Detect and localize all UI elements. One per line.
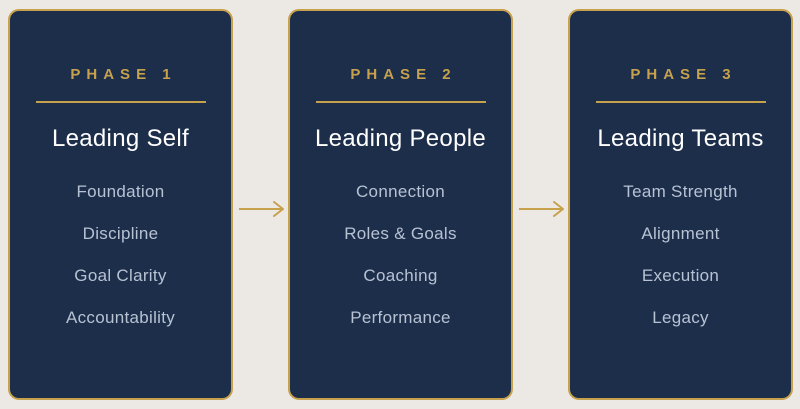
phase-3-card: PHASE 3 Leading Teams Team Strength Alig…	[568, 9, 793, 400]
phase-2-label: PHASE 2	[350, 66, 457, 83]
phase-3-divider	[595, 101, 766, 103]
phase-1-item: Discipline	[82, 224, 159, 243]
phase-1-item: Goal Clarity	[74, 266, 167, 285]
phase-3-label: PHASE 3	[630, 66, 737, 83]
phase-1-item: Foundation	[76, 182, 165, 201]
phase-1-divider	[35, 101, 206, 103]
phase-1-card: PHASE 1 Leading Self Foundation Discipli…	[8, 9, 233, 400]
phase-2-item: Performance	[350, 308, 451, 327]
phase-1-item-list: Foundation Discipline Goal Clarity Accou…	[10, 180, 231, 330]
phase-1-title: Leading Self	[51, 125, 190, 152]
phase-2-title: Leading People	[314, 125, 487, 152]
phase-2-card: PHASE 2 Leading People Connection Roles …	[288, 9, 513, 400]
phase-2-item: Coaching	[363, 266, 438, 285]
phase-2-divider	[315, 101, 486, 103]
phase-3-item-list: Team Strength Alignment Execution Legacy	[570, 180, 791, 330]
phase-2-item-list: Connection Roles & Goals Coaching Perfor…	[290, 180, 511, 330]
phase-2-item: Roles & Goals	[344, 224, 457, 243]
phase-1-label: PHASE 1	[70, 66, 177, 83]
phase-3-item: Execution	[641, 266, 720, 285]
right-arrow-icon	[238, 200, 286, 218]
phase-2-item: Connection	[355, 182, 445, 201]
right-arrow-icon	[518, 200, 566, 218]
phase-3-item: Team Strength	[623, 182, 738, 201]
phase-3-title: Leading Teams	[597, 125, 764, 152]
phase-1-item: Accountability	[65, 308, 176, 327]
phase-3-item: Legacy	[652, 308, 709, 327]
phase-3-item: Alignment	[641, 224, 720, 243]
